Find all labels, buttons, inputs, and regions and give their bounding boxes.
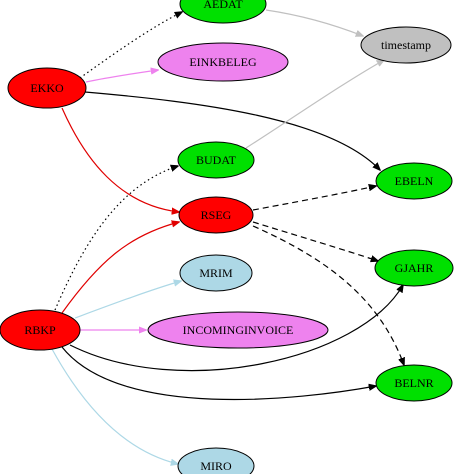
- node-budat: BUDAT: [177, 141, 255, 179]
- node-mrim-label: MRIM: [199, 266, 233, 280]
- node-timestamp-label: timestamp: [381, 38, 431, 52]
- node-aedat-ellipse: [179, 0, 267, 24]
- node-ekko: EKKO: [7, 67, 87, 109]
- edge-aedat-to-timestamp: [265, 9, 363, 36]
- edge-rbkp-to-miro: [51, 348, 178, 464]
- node-belnr: BELNR: [375, 364, 453, 402]
- node-gjahr: GJAHR: [374, 249, 454, 287]
- node-belnr-label: BELNR: [394, 376, 433, 390]
- node-einkbeleg-ellipse: [157, 42, 289, 82]
- node-aedat-label: AEDAT: [203, 0, 243, 11]
- edge-budat-to-timestamp: [245, 60, 384, 149]
- edge-ekko-to-aedat: [79, 12, 182, 79]
- node-mrim-ellipse: [179, 254, 253, 292]
- node-miro-ellipse: [177, 447, 255, 474]
- node-rbkp-label: RBKP: [24, 323, 56, 337]
- node-incominginvoice-label: INCOMINGINVOICE: [183, 323, 294, 337]
- node-ebeln-label: EBELN: [395, 174, 434, 188]
- node-gjahr-label: GJAHR: [395, 261, 434, 275]
- edge-rseg-to-gjahr: [252, 221, 378, 261]
- node-timestamp-ellipse: [360, 26, 452, 64]
- edge-rseg-to-ebeln: [252, 186, 376, 211]
- node-ekko-ellipse: [7, 67, 87, 109]
- node-miro-label: MIRO: [200, 459, 232, 473]
- edge-rbkp-to-gjahr: [69, 285, 403, 372]
- edge-rbkp-to-budat: [54, 166, 178, 311]
- node-budat-ellipse: [177, 141, 255, 179]
- node-rseg-ellipse: [178, 196, 254, 234]
- node-ebeln-ellipse: [375, 162, 453, 200]
- node-ekko-label: EKKO: [30, 81, 64, 95]
- edge-rseg-to-belnr: [252, 225, 404, 365]
- node-rbkp: RBKP: [0, 309, 81, 351]
- node-miro: MIRO: [177, 447, 255, 474]
- edge-rbkp-to-belnr: [61, 346, 376, 401]
- edge-ekko-to-rseg: [61, 107, 179, 212]
- node-incominginvoice-ellipse: [147, 311, 329, 349]
- node-rbkp-ellipse: [0, 309, 81, 351]
- node-ebeln: EBELN: [375, 162, 453, 200]
- node-mrim: MRIM: [179, 254, 253, 292]
- node-timestamp: timestamp: [360, 26, 452, 64]
- edges-layer: [51, 9, 404, 464]
- node-gjahr-ellipse: [374, 249, 454, 287]
- edge-rbkp-to-mrim: [74, 281, 181, 319]
- node-budat-label: BUDAT: [196, 153, 237, 167]
- edge-ekko-to-ebeln: [84, 91, 380, 170]
- edge-rbkp-to-rseg: [61, 222, 179, 314]
- node-rseg-label: RSEG: [201, 208, 232, 222]
- edge-ekko-to-einkbeleg: [85, 70, 158, 83]
- node-einkbeleg-label: EINKBELEG: [189, 55, 257, 69]
- node-einkbeleg: EINKBELEG: [157, 42, 289, 82]
- node-rseg: RSEG: [178, 196, 254, 234]
- node-belnr-ellipse: [375, 364, 453, 402]
- node-aedat: AEDAT: [179, 0, 267, 24]
- node-incominginvoice: INCOMINGINVOICE: [147, 311, 329, 349]
